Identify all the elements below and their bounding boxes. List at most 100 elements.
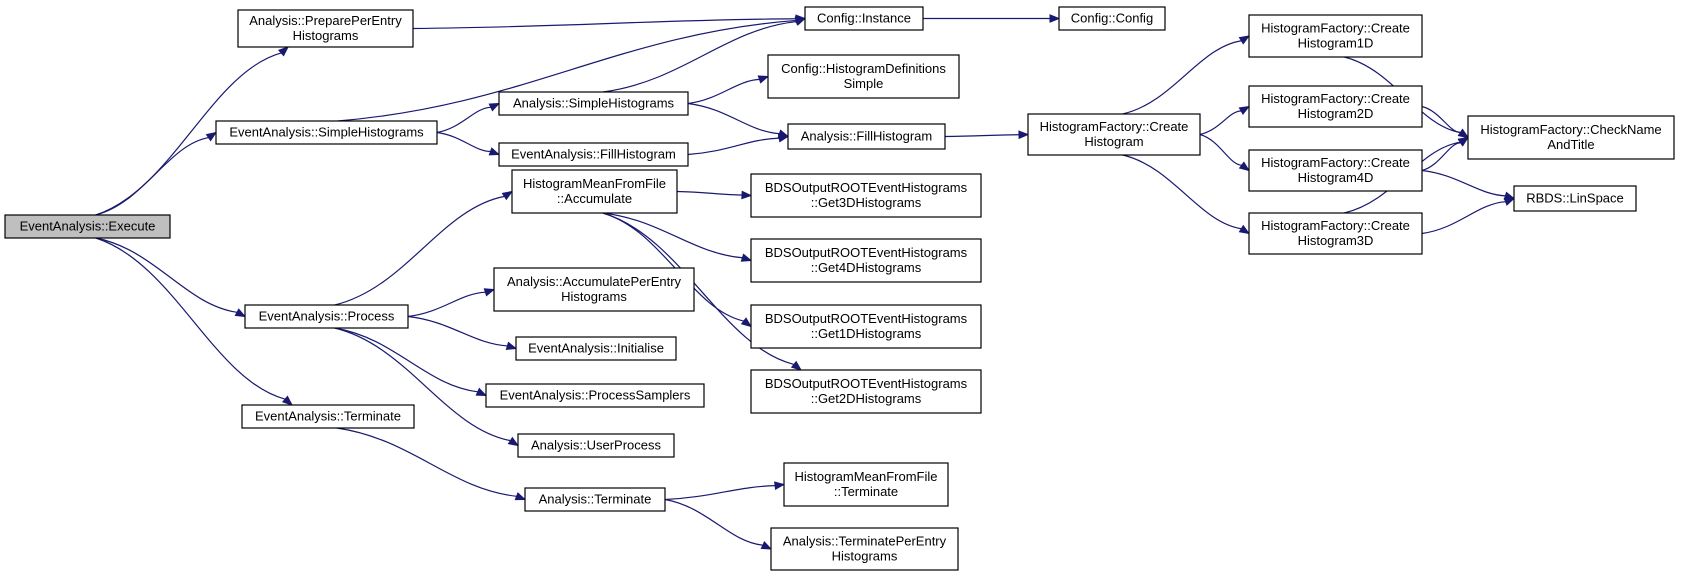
edge-arrowhead — [281, 395, 294, 406]
node-label-line: HistogramFactory::Create — [1261, 218, 1410, 233]
node-box — [750, 173, 982, 218]
edge-a-simple-hist-to-config-instance — [602, 17, 807, 93]
node-box — [4, 214, 171, 239]
edge-line — [1421, 169, 1506, 197]
node-label-line: Analysis::FillHistogram — [801, 129, 932, 144]
node-box — [1248, 149, 1423, 192]
edge-config-instance-to-config-config — [923, 14, 1061, 23]
edge-line — [1122, 40, 1242, 115]
node-bds-get4d[interactable]: BDSOutputROOTEventHistograms::Get4DHisto… — [750, 238, 982, 283]
edge-arrowhead — [475, 387, 488, 397]
node-config-instance[interactable]: Config::Instance — [804, 6, 924, 31]
node-ea-process[interactable]: EventAnalysis::Process — [244, 304, 409, 329]
edge-hmff-accumulate-to-bds-get2d — [602, 212, 803, 371]
node-ea-simple-hist[interactable]: EventAnalysis::SimpleHistograms — [215, 120, 438, 145]
node-label-line: Histogram3D — [1298, 233, 1374, 248]
node-box — [244, 304, 409, 329]
node-box — [750, 304, 982, 349]
node-box — [493, 267, 695, 312]
node-label-line: Analysis::SimpleHistograms — [513, 96, 675, 111]
node-label-line: Histograms — [832, 549, 898, 564]
node-label-line: RBDS::LinSpace — [1526, 191, 1624, 206]
edge-line — [664, 485, 776, 501]
node-label-line: Config::HistogramDefinitions — [781, 61, 946, 76]
node-label-line: BDSOutputROOTEventHistograms — [765, 180, 968, 195]
node-label-line: HistogramFactory::CheckName — [1480, 122, 1661, 137]
node-label-line: EventAnalysis::Initialise — [528, 341, 664, 356]
node-label-line: AndTitle — [1547, 137, 1594, 152]
node-box — [804, 6, 924, 31]
node-a-terminate[interactable]: Analysis::Terminate — [524, 487, 666, 512]
edge-arrowhead — [757, 75, 770, 84]
node-ea-initialise[interactable]: EventAnalysis::Initialise — [515, 336, 677, 361]
edge-line — [336, 427, 517, 497]
node-box — [524, 487, 666, 512]
edge-line — [1199, 133, 1242, 166]
node-hmff-accumulate[interactable]: HistogramMeanFromFile::Accumulate — [511, 169, 678, 214]
node-bds-get3d[interactable]: BDSOutputROOTEventHistograms::Get3DHisto… — [750, 173, 982, 218]
node-rbds-linspace[interactable]: RBDS::LinSpace — [1513, 185, 1637, 212]
edge-arrowhead — [1238, 35, 1251, 45]
node-label-line: HistogramFactory::Create — [1261, 155, 1410, 170]
node-label-line: Analysis::AccumulatePerEntry — [507, 274, 682, 289]
node-box — [517, 433, 675, 458]
node-label-line: EventAnalysis::SimpleHistograms — [229, 125, 424, 140]
node-label-line: ::Get2DHistograms — [811, 391, 922, 406]
node-ea-terminate[interactable]: EventAnalysis::Terminate — [241, 404, 415, 429]
node-label-line: EventAnalysis::ProcessSamplers — [500, 388, 691, 403]
edge-line — [407, 315, 508, 347]
node-box — [1058, 6, 1166, 31]
edge-arrowhead — [514, 492, 527, 501]
edge-hf-create-to-hf-create4d — [1199, 133, 1251, 172]
edge-arrowhead — [741, 190, 753, 200]
edge-line — [687, 102, 780, 135]
edge-arrowhead — [1457, 136, 1470, 147]
node-ea-process-samplers[interactable]: EventAnalysis::ProcessSamplers — [485, 383, 705, 408]
edge-a-fill-hist-to-hf-create — [944, 130, 1030, 140]
edge-line — [1199, 110, 1242, 136]
node-bds-get1d[interactable]: BDSOutputROOTEventHistograms::Get1DHisto… — [750, 304, 982, 349]
node-box — [498, 142, 689, 167]
edge-line — [334, 327, 478, 393]
edge-arrowhead — [1238, 224, 1251, 235]
edge-line — [1122, 154, 1242, 230]
node-config-config[interactable]: Config::Config — [1058, 6, 1166, 31]
edge-arrowhead — [740, 253, 753, 262]
edge-arrowhead — [488, 102, 501, 112]
edge-arrowhead — [234, 308, 247, 318]
edge-hf-create-to-hf-create1d — [1122, 35, 1251, 115]
edge-line — [602, 20, 797, 93]
node-box — [750, 238, 982, 283]
edge-arrowhead — [483, 288, 496, 297]
node-box — [1027, 113, 1201, 156]
node-label-line: BDSOutputROOTEventHistograms — [765, 376, 968, 391]
node-a-simple-hist[interactable]: Analysis::SimpleHistograms — [498, 91, 689, 116]
edge-line — [436, 106, 491, 134]
node-label-line: EventAnalysis::Execute — [20, 219, 156, 234]
node-a-fill-hist[interactable]: Analysis::FillHistogram — [787, 123, 946, 150]
node-ea-fill-hist[interactable]: EventAnalysis::FillHistogram — [498, 142, 689, 167]
node-execute[interactable]: EventAnalysis::Execute — [4, 214, 171, 239]
edge-line — [334, 195, 505, 306]
node-label-line: Analysis::Terminate — [539, 492, 652, 507]
edge-arrowhead — [740, 317, 753, 328]
edge-hf-create-to-hf-create3d — [1122, 154, 1251, 235]
edge-line — [334, 327, 511, 442]
node-bds-get2d[interactable]: BDSOutputROOTEventHistograms::Get2DHisto… — [750, 369, 982, 414]
node-label-line: Histogram — [1084, 134, 1143, 149]
node-hmff-terminate[interactable]: HistogramMeanFromFile::Terminate — [783, 462, 949, 507]
node-a-user-process[interactable]: Analysis::UserProcess — [517, 433, 675, 458]
edge-line — [337, 19, 797, 122]
edge-line — [664, 498, 763, 546]
edge-arrowhead — [505, 341, 518, 350]
